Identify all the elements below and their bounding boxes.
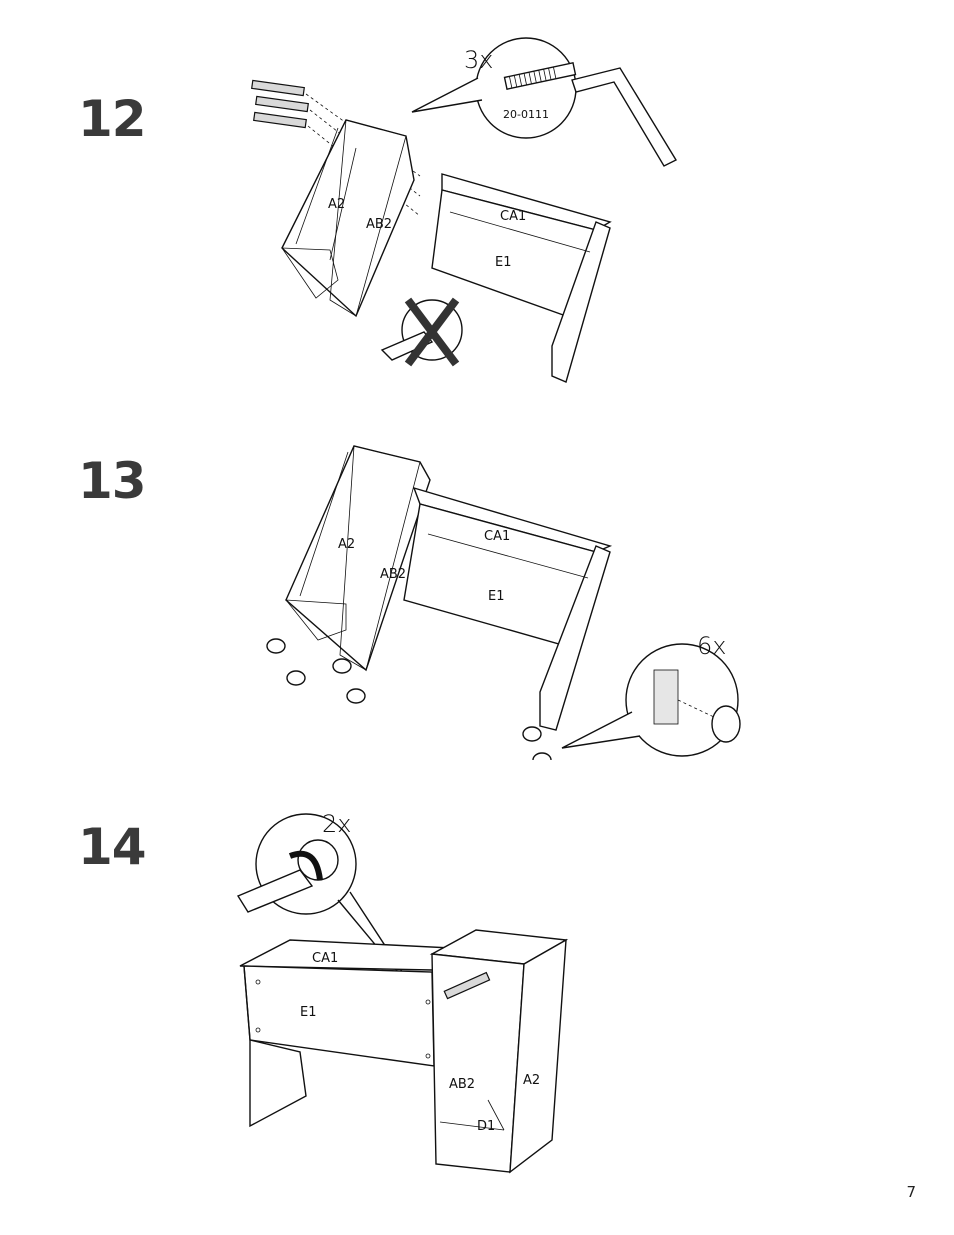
desk-frame (431, 173, 612, 383)
label-ab2: AB2 (366, 217, 392, 232)
assembled-desk (239, 929, 569, 1174)
step-13-illustration: A2 AB2 CA1 E1 6x (266, 445, 741, 760)
step-number-12: 12 (78, 90, 147, 148)
label-ca1: CA1 (500, 209, 526, 224)
label-ab2: AB2 (380, 567, 406, 582)
step-number-14: 14 (78, 818, 147, 876)
label-e1: E1 (300, 1005, 317, 1020)
step-12-illustration: 3x 20-0111 A2 AB2 CA1 E1 (251, 37, 677, 383)
callout-qty-13: 6x (697, 632, 726, 660)
fitting-callout (236, 813, 419, 997)
label-ca1: CA1 (484, 529, 510, 544)
label-a2: A2 (338, 537, 355, 552)
label-d1: D1 (477, 1119, 495, 1134)
page-number: 7 (906, 1183, 916, 1201)
label-ab2: AB2 (449, 1077, 475, 1092)
callout-qty-12: 3x (464, 46, 493, 74)
screw-icon (251, 79, 309, 129)
label-e1: E1 (488, 589, 505, 604)
step-14-illustration: 2x CA1 E1 AB2 A2 D1 (236, 810, 569, 1174)
screw-callout (411, 37, 577, 139)
part-code: 20-0111 (503, 108, 549, 121)
label-ca1: CA1 (312, 951, 338, 966)
label-a2: A2 (328, 197, 345, 212)
foot-callout (561, 643, 741, 757)
side-unit (281, 119, 415, 318)
callout-qty-14: 2x (322, 810, 351, 838)
allen-key-icon (571, 67, 677, 167)
foot-glide-icon (266, 638, 552, 760)
side-unit (285, 445, 431, 672)
step-number-13: 13 (78, 452, 147, 510)
do-not-icon (380, 297, 463, 367)
label-a2: A2 (523, 1073, 540, 1088)
desk-frame (403, 486, 613, 731)
label-e1: E1 (495, 255, 512, 270)
